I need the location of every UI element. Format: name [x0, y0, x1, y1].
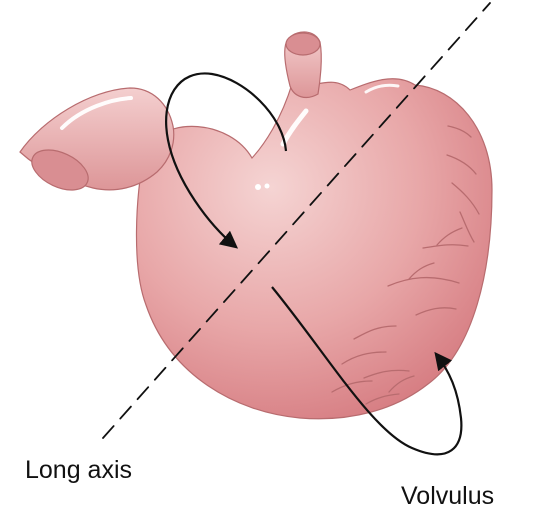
long-axis-label: Long axis [25, 458, 132, 483]
stomach-body [136, 79, 492, 419]
esophagus-opening [286, 33, 320, 55]
volvulus-label: Volvulus [401, 484, 494, 509]
spot-highlight-2 [265, 184, 270, 189]
spot-highlight-1 [255, 184, 261, 190]
